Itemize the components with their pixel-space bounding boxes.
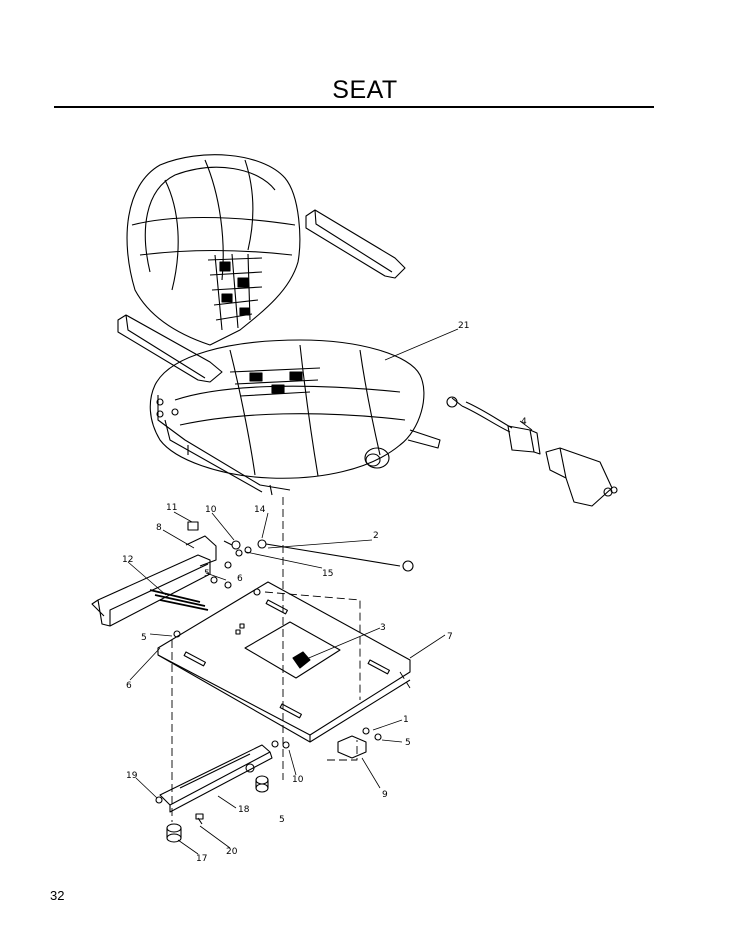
callouts: 21 4 2 15 3 7 1 5 9 10 5 14 10 11 8 12 5… bbox=[122, 321, 527, 864]
leader-lines bbox=[127, 328, 533, 855]
seat-support-plate bbox=[91, 521, 217, 627]
callout-6a: 6 bbox=[237, 574, 243, 584]
callout-1: 1 bbox=[403, 715, 409, 725]
callout-12: 12 bbox=[122, 555, 133, 565]
callout-14: 14 bbox=[254, 505, 266, 515]
callout-20: 20 bbox=[226, 847, 238, 857]
callout-2: 2 bbox=[373, 531, 379, 541]
title-rule bbox=[54, 106, 654, 108]
callout-10b: 10 bbox=[292, 775, 304, 785]
slide-rail bbox=[155, 744, 273, 843]
page-number: 32 bbox=[50, 888, 65, 903]
callout-10a: 10 bbox=[205, 505, 217, 515]
callout-11: 11 bbox=[166, 503, 177, 513]
seat-pan-plate bbox=[157, 581, 411, 743]
seat-assembly bbox=[117, 154, 441, 496]
callout-6b: 6 bbox=[126, 681, 132, 691]
callout-9: 9 bbox=[382, 790, 388, 800]
callout-3: 3 bbox=[380, 623, 386, 633]
callout-8: 8 bbox=[156, 523, 162, 533]
seat-switch-harness bbox=[446, 396, 618, 507]
assembly-lines bbox=[171, 497, 411, 822]
callout-21: 21 bbox=[458, 321, 469, 331]
callout-17: 17 bbox=[196, 854, 207, 864]
page-title: SEAT bbox=[332, 76, 398, 104]
callout-5c: 5 bbox=[279, 815, 285, 825]
callout-5a: 5 bbox=[204, 569, 210, 579]
callout-5b: 5 bbox=[141, 633, 147, 643]
callout-18: 18 bbox=[238, 805, 250, 815]
callout-19: 19 bbox=[126, 771, 138, 781]
callout-5d: 5 bbox=[405, 738, 411, 748]
callout-7: 7 bbox=[447, 632, 453, 642]
hardware bbox=[173, 539, 414, 759]
callout-4: 4 bbox=[521, 417, 527, 427]
callout-15: 15 bbox=[322, 569, 333, 579]
